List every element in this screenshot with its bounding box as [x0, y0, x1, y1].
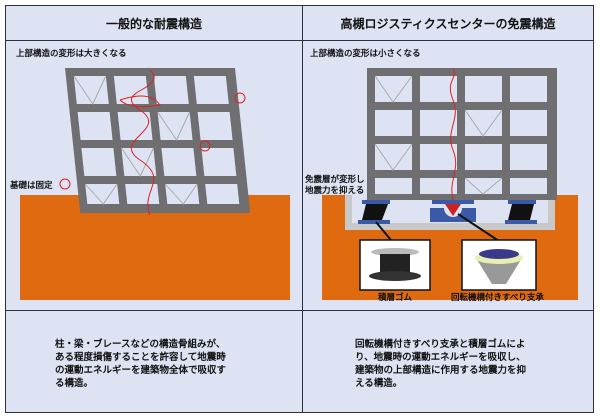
left-description: 柱・梁・ブレースなどの構造骨組みが、 ある程度損傷することを許容して地震時 の運…: [55, 339, 227, 389]
right-description: 回転機構付きすべり支承と積層ゴムによ り、地震時の運動エネルギーを吸収し、 建築…: [355, 339, 527, 389]
right-top-note: 上部構造の変形は小さくなる: [310, 49, 421, 59]
left-title: 一般的な耐震構造: [105, 16, 202, 31]
sliding-bearing-icon: [430, 200, 476, 222]
sliding-bearing-photo: [461, 239, 537, 291]
left-vibration-line: [131, 69, 155, 216]
damage-star-icon: [59, 92, 246, 190]
left-vibration-loop: [119, 95, 161, 108]
laminated-rubber-label: 積層ゴム: [378, 293, 413, 303]
right-title: 高槻ロジスティクスセンターの免震構造: [340, 16, 556, 31]
right-vibration-line: [449, 67, 457, 201]
sliding-bearing-label: 回転機構付きすべり支承: [451, 293, 544, 303]
left-building-frame: [65, 68, 251, 213]
right-description-cell: [302, 310, 594, 413]
left-top-note: 上部構造の変形は大きくなる: [16, 49, 127, 59]
right-building-frame: [367, 68, 557, 200]
left-header: 一般的な耐震構造: [5, 5, 303, 41]
laminated-rubber-bearing-icon: [358, 200, 537, 224]
laminated-rubber-photo: [359, 239, 431, 291]
fixed-foundation-label: 基礎は固定: [10, 181, 53, 191]
left-description-cell: [5, 310, 303, 413]
isolation-layer-label: 免震層が変形し 地震力を抑える: [305, 175, 365, 196]
